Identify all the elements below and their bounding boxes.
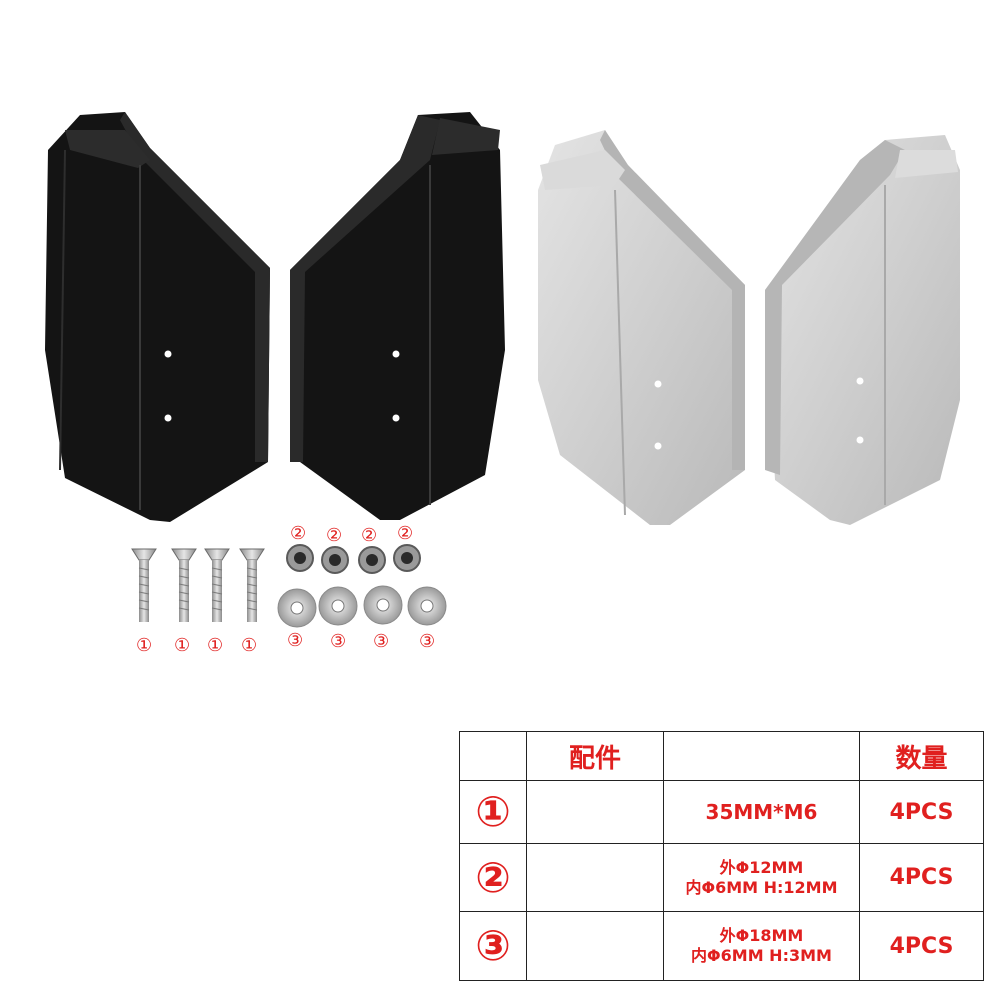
washer-marker: ③ [287,630,304,651]
spacers [286,544,421,574]
silver-guard-right [765,135,960,525]
row-quantity: 4PCS [859,911,984,981]
black-guard-right [290,112,505,520]
row-part [526,911,664,981]
spacer [358,546,386,574]
screw-marker: ① [174,635,191,656]
screw [131,548,157,622]
row-marker: ③ [459,911,527,981]
washer [318,586,358,626]
spacer-marker: ② [326,525,343,546]
screw [204,548,230,622]
row-spec: 外Φ18MM 内Φ6MM H:3MM [663,911,860,981]
spacer [321,546,349,574]
table-row: ① 35MM*M6 4PCS [459,780,984,844]
spacer-marker: ② [290,523,307,544]
row-marker: ① [459,780,527,844]
row-spec: 35MM*M6 [663,780,860,844]
screws [131,548,265,622]
table-header-row: 配件 数量 [459,731,984,781]
row-marker: ② [459,843,527,912]
header-cell [459,731,527,781]
washer [277,588,317,628]
screw [239,548,265,622]
screw-marker: ① [241,635,258,656]
table-row: ② 外Φ12MM 内Φ6MM H:12MM 4PCS [459,843,984,912]
header-quantity: 数量 [859,731,984,781]
spacer-marker: ② [397,523,414,544]
silver-guard-left [538,130,745,525]
spec-inner: 内Φ6MM H:3MM [691,946,832,965]
washer-marker: ③ [373,631,390,652]
washer-marker: ③ [330,631,347,652]
row-part [526,843,664,912]
row-quantity: 4PCS [859,780,984,844]
spec-outer: 外Φ18MM [719,926,804,945]
screw-marker: ① [207,635,224,656]
spacer-marker: ② [361,525,378,546]
header-cell [663,731,860,781]
washer-marker: ③ [419,631,436,652]
spacer [393,544,421,572]
spacer [286,544,314,572]
washer [407,586,447,626]
row-quantity: 4PCS [859,843,984,912]
washer [363,585,403,625]
row-part [526,780,664,844]
spec-table: 配件 数量 ① 35MM*M6 4PCS ② 外Φ12MM 内Φ6MM H:12… [459,731,984,981]
washers [277,585,447,628]
spec-inner: 内Φ6MM H:12MM [685,877,838,897]
spec-outer: 外Φ12MM [719,857,804,877]
black-guard-left [45,112,270,522]
screw-marker: ① [136,635,153,656]
header-parts: 配件 [526,731,664,781]
screw [171,548,197,622]
row-spec: 外Φ12MM 内Φ6MM H:12MM [663,843,860,912]
table-row: ③ 外Φ18MM 内Φ6MM H:3MM 4PCS [459,911,984,981]
